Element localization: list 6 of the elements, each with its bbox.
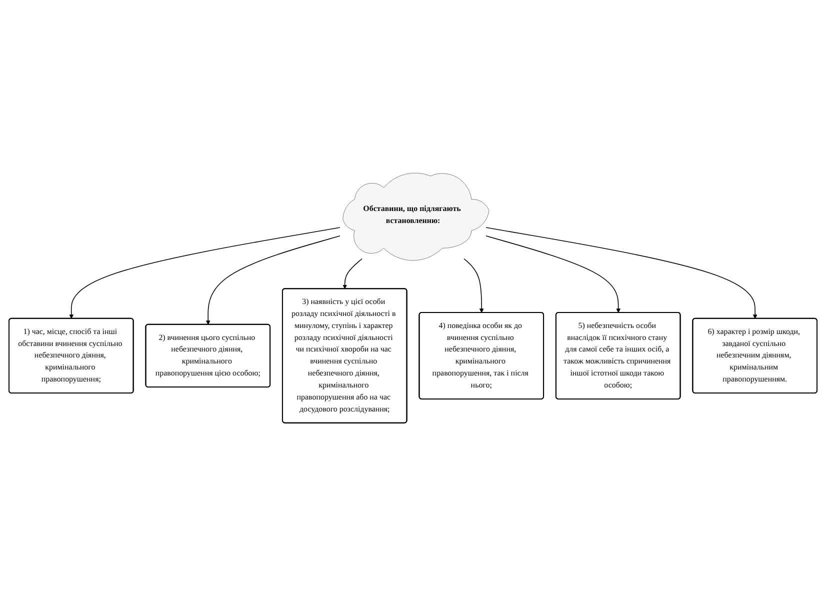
arrow <box>342 258 362 290</box>
arrow <box>486 236 621 313</box>
arrow <box>206 236 340 325</box>
arrow <box>464 258 484 313</box>
arrow <box>486 227 758 319</box>
arrow <box>69 227 340 319</box>
